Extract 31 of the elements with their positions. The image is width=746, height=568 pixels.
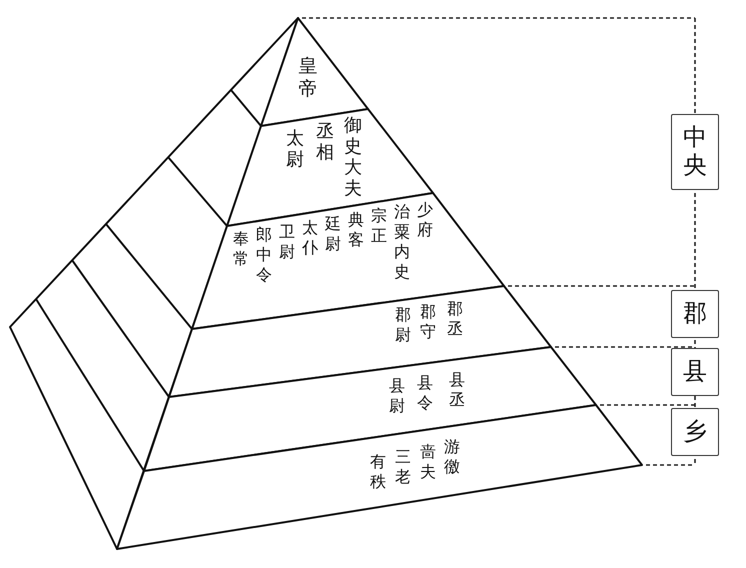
official-title: 治粟内史 — [394, 202, 410, 282]
official-title: 郡尉 — [395, 305, 411, 345]
level-label: 乡 — [683, 418, 707, 446]
official-title: 卫尉 — [279, 222, 295, 262]
official-title: 奉常 — [233, 229, 249, 269]
level-box — [671, 348, 719, 396]
level-label: 中央 — [683, 124, 707, 180]
official-title: 郡守 — [420, 302, 436, 342]
level-box — [671, 114, 719, 190]
official-title: 县尉 — [389, 376, 405, 416]
official-title: 县丞 — [449, 370, 465, 410]
level-box — [671, 408, 719, 456]
official-title: 郡丞 — [447, 299, 463, 339]
official-title: 典客 — [348, 210, 364, 250]
level-label: 郡 — [683, 300, 707, 328]
official-title: 有秩 — [370, 452, 386, 492]
official-title: 三老 — [395, 447, 411, 487]
level-box — [671, 290, 719, 338]
official-title: 郎中令 — [256, 225, 272, 285]
official-title: 皇帝 — [298, 55, 318, 101]
official-title: 宗正 — [371, 206, 387, 246]
official-title: 太尉 — [286, 128, 304, 170]
level-label: 县 — [683, 358, 707, 386]
official-title: 廷尉 — [325, 214, 341, 254]
official-title: 御史大夫 — [344, 114, 362, 198]
official-title: 少府 — [417, 200, 433, 240]
official-title: 丞相 — [316, 120, 334, 162]
official-title: 游徼 — [444, 437, 460, 477]
official-title: 啬夫 — [420, 442, 436, 482]
official-title: 太仆 — [302, 218, 318, 258]
official-title: 县令 — [417, 373, 433, 413]
